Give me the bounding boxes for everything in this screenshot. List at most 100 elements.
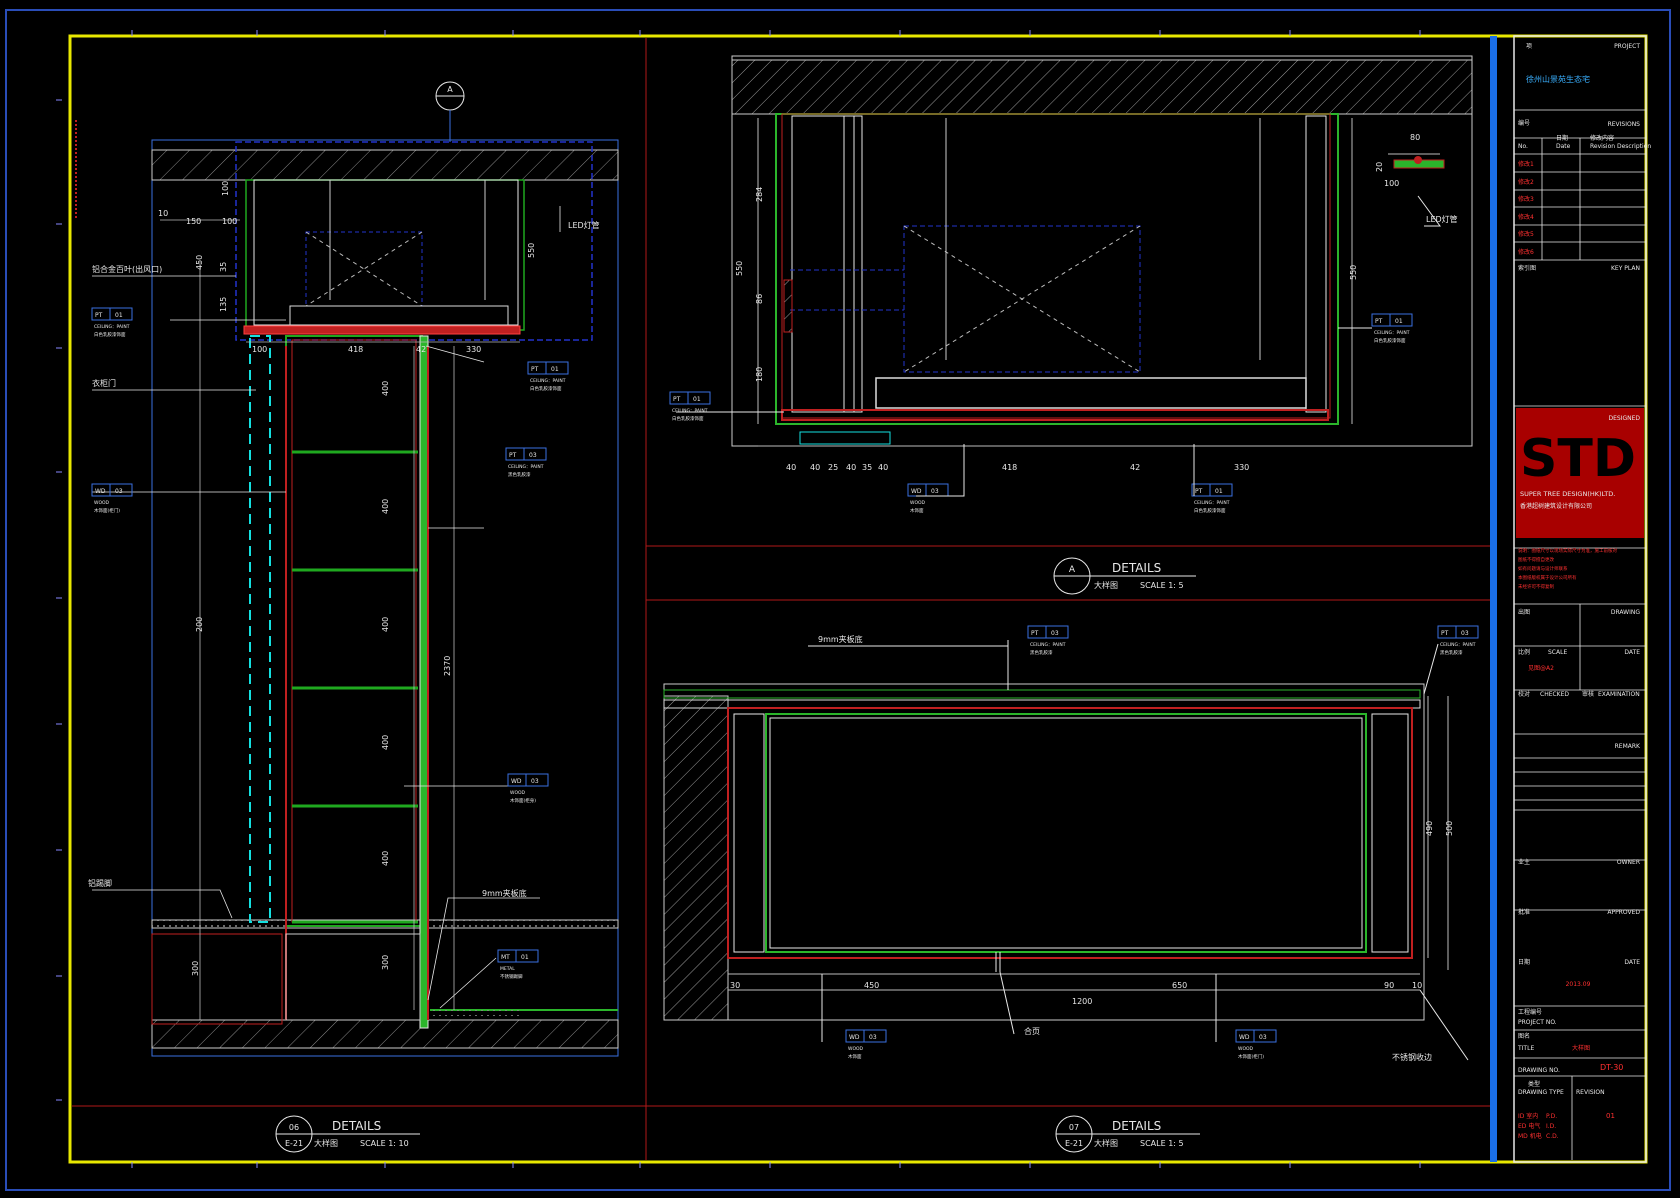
tag-number: 01 [521, 954, 529, 961]
tag-note: 不锈钢踢脚 [500, 973, 523, 980]
dim: 10 [158, 209, 168, 218]
tag-number: 03 [531, 778, 539, 785]
led-label: LED灯管 [568, 220, 600, 230]
dim: 1200 [1072, 997, 1092, 1006]
detail-title: DETAILS [332, 1119, 381, 1133]
led-label: LED灯管 [1426, 214, 1458, 224]
tag-category: CEILING：PAINT [1194, 500, 1230, 506]
dim: 550 [1349, 265, 1358, 280]
approved-label: APPROVED [1607, 909, 1640, 916]
checked-cn: 校对 [1518, 690, 1530, 698]
tag-box [91, 483, 133, 497]
tag-box [1027, 625, 1069, 639]
dim: 400 [381, 499, 390, 514]
dim: 135 [219, 297, 228, 312]
exam-cn: 审核 [1582, 690, 1594, 698]
dim: 35 [219, 262, 228, 272]
panel-dividers [72, 38, 1490, 1160]
keyplan-label: KEY PLAN [1611, 265, 1640, 272]
tag-code: PT [1441, 630, 1449, 637]
bottom-right-detail [663, 640, 1469, 1061]
plywood-label: 9mm夹板底 [818, 634, 863, 644]
left-detail-labels: 铝合金百叶(出风口) 衣柜门 铝踢脚 9mm夹板底 LED灯管 [88, 220, 600, 898]
baseboard-label: 铝踢脚 [88, 878, 112, 888]
tag-box [505, 447, 547, 461]
detail-title: DETAILS [1112, 561, 1161, 575]
dim: 500 [1445, 821, 1454, 836]
note: 说明：图纸尺寸以现场实际尺寸为准，施工前核对 [1518, 547, 1617, 554]
tag-note: 黑色乳胶漆 [508, 471, 531, 478]
tag-category: WOOD [510, 790, 526, 796]
tag-number: 03 [1461, 630, 1469, 637]
title-block [1513, 35, 1647, 1163]
projno-cn: 工程编号 [1518, 1008, 1542, 1016]
bottom-row-b: I.D. [1546, 1123, 1556, 1130]
dim: 35 [862, 463, 872, 472]
tag-code: PT [509, 452, 517, 459]
blue-separator-bar [1490, 36, 1497, 1162]
tag-code: MT [501, 954, 510, 961]
rev-hdr-desc-en: Revision Description [1590, 143, 1651, 150]
tag-box [845, 1029, 887, 1043]
dim: 650 [1172, 981, 1187, 990]
dim: 86 [755, 294, 764, 304]
rev-row: 修改1 [1518, 160, 1534, 168]
title-value: 大样图 [1572, 1044, 1590, 1052]
dim: 400 [381, 617, 390, 632]
owner-label: OWNER [1617, 859, 1640, 866]
detail-title-cn: 大样图 [1094, 580, 1118, 590]
top-right-title: A DETAILS 大样图 SCALE 1: 5 [1053, 557, 1196, 595]
rev-hdr-no: 编号 [1518, 119, 1530, 127]
drawing-label: DRAWING [1611, 609, 1641, 616]
project-name: 徐州山景苑生态宅 [1526, 74, 1590, 84]
dim: 40 [810, 463, 820, 472]
drawtype-label: DRAWING TYPE [1518, 1089, 1564, 1096]
tag-box [527, 361, 569, 375]
tag-box [507, 773, 549, 787]
tag-note: 木饰面 [848, 1053, 862, 1060]
bubble-sheet: E-21 [1065, 1139, 1083, 1148]
bottom-right-title: 07 E-21 DETAILS 大样图 SCALE 1: 5 [1055, 1115, 1200, 1153]
bottom-row-a: ID 室内 [1518, 1112, 1538, 1120]
tag-category: CEILING：PAINT [672, 408, 708, 414]
dim: 180 [755, 367, 764, 382]
tag-note: 木饰面(柜门) [94, 507, 120, 514]
tag-code: WD [849, 1034, 860, 1041]
dim: 400 [381, 735, 390, 750]
rev-row: 修改5 [1518, 230, 1534, 238]
date-value: 2013.09 [1566, 981, 1591, 988]
tag-code: WD [1239, 1034, 1250, 1041]
tag-box [669, 391, 711, 405]
tag-note: 白色乳胶漆饰面 [1374, 337, 1406, 344]
dim: 300 [191, 961, 200, 976]
tag-category: WOOD [94, 500, 110, 506]
drawing-cn: 出图 [1518, 608, 1530, 616]
dim: 20 [1375, 162, 1384, 172]
tag-code: WD [95, 488, 106, 495]
left-detail: A [92, 81, 619, 1057]
tag-note: 木饰面(柜门) [1238, 1053, 1264, 1060]
tag-number: 03 [931, 488, 939, 495]
tag-number: 03 [1259, 1034, 1267, 1041]
tag-number: 01 [1395, 318, 1403, 325]
remark-label: REMARK [1615, 743, 1641, 750]
drawno-label: DRAWING NO. [1518, 1067, 1560, 1074]
detail-scale: SCALE 1: 5 [1140, 1139, 1184, 1148]
company-name: SUPER TREE DESIGN(HK)LTD. [1520, 490, 1615, 498]
tag-box [497, 949, 539, 963]
scale-label: SCALE [1548, 649, 1567, 656]
left-title: 06 E-21 DETAILS 大样图 SCALE 1: 10 [275, 1115, 420, 1153]
bubble-sheet: E-21 [285, 1139, 303, 1148]
rev-hdr-date-en: Date [1556, 143, 1571, 150]
